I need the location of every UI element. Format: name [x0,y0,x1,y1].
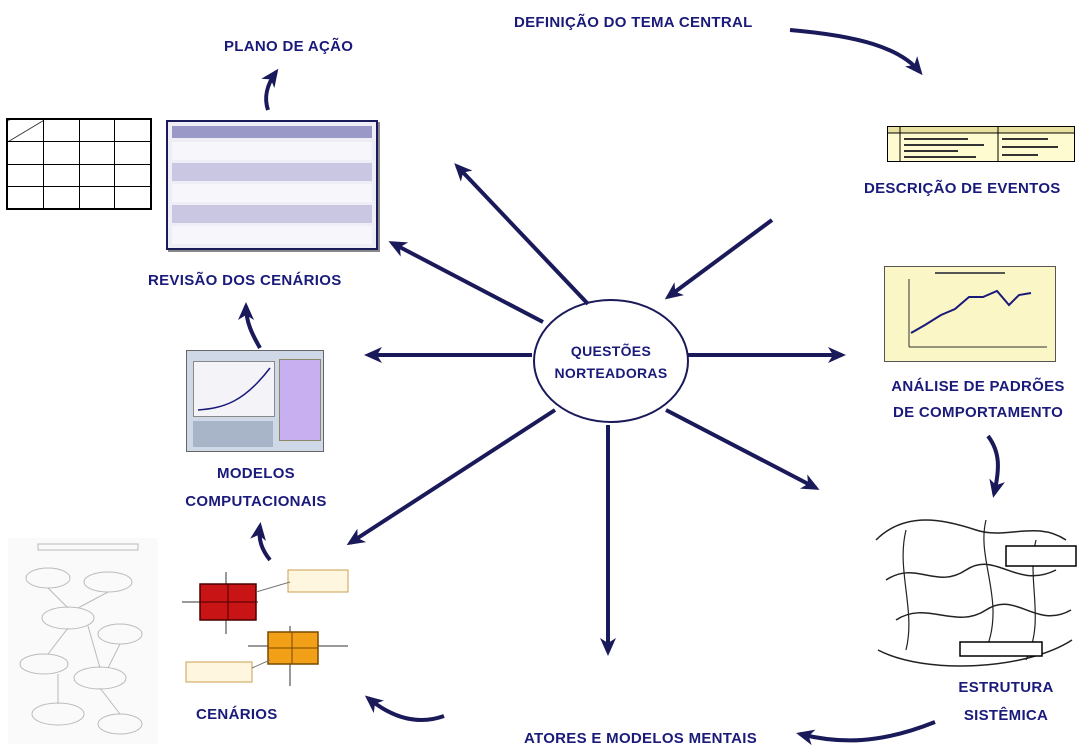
behavior-pattern-chart-thumbnail [884,266,1056,362]
center-line-1: QUESTÕES [570,343,652,359]
scenario-quadrant-thumbnail [178,568,358,688]
center-ellipse [533,299,689,423]
system-structure-drawing [875,519,1077,667]
label-analise-line-1: ANÁLISE DE PADRÕES [891,378,1065,395]
events-table-thumbnail [887,126,1075,162]
label-descricao-eventos: DESCRIÇÃO DE EVENTOS [864,180,1061,197]
model-side-panel [279,359,321,441]
pattern-chart-drawing [908,272,1047,348]
curve-estrutura-to-atores [796,720,936,746]
arrow-to-plano [454,163,590,306]
arrow-from-eventos [664,218,774,300]
events-table-grid [888,127,1074,161]
action-plan-table-thumbnail [6,118,152,210]
label-analise-line-2: DE COMPORTAMENTO [892,404,1064,421]
label-estrutura: ESTRUTURA SISTÊMICA [944,674,1068,730]
label-modelos-line-1: MODELOS [217,465,295,482]
center-label: QUESTÕES NORTEADORAS [540,340,682,384]
label-modelos: MODELOS COMPUTACIONAIS [178,460,334,516]
curve-analise-to-estrutura [986,434,1005,498]
label-atores: ATORES E MODELOS MENTAIS [524,730,758,747]
curve-atores-to-cenarios [364,695,445,722]
arrow-to-estrutura [665,408,820,490]
label-plano: PLANO DE AÇÃO [224,38,354,55]
label-estrutura-line-1: ESTRUTURA [958,679,1054,696]
system-structure-thumbnail [866,500,1078,670]
label-revisao: REVISÃO DOS CENÁRIOS [148,272,342,289]
curve-cenarios-to-modelos [250,522,272,562]
scenario-review-document-thumbnail [166,120,378,250]
label-tema-central: DEFINIÇÃO DO TEMA CENTRAL [514,14,753,31]
label-cenarios: CENÁRIOS [196,706,278,723]
computational-model-screenshot [186,350,324,452]
curve-modelos-to-revisao [238,302,262,349]
label-modelos-line-2: COMPUTACIONAIS [185,493,327,510]
scenario-sketch-thumbnail [8,538,158,744]
scenario-sketch-drawing [19,543,143,735]
scenario-quadrant-drawing [182,569,349,686]
model-plot-panel [193,361,275,417]
arrow-to-revisao [388,241,544,324]
label-analise-padroes: ANÁLISE DE PADRÕES DE COMPORTAMENTO [880,374,1076,426]
curve-revisao-to-plano [261,68,279,111]
center-line-2: NORTEADORAS [554,365,668,381]
curve-tema-to-eventos [789,28,923,76]
arrow-to-cenarios [346,408,557,546]
model-plot-curve [197,367,271,411]
model-table-panel [193,421,273,447]
label-estrutura-line-2: SISTÊMICA [963,707,1049,724]
